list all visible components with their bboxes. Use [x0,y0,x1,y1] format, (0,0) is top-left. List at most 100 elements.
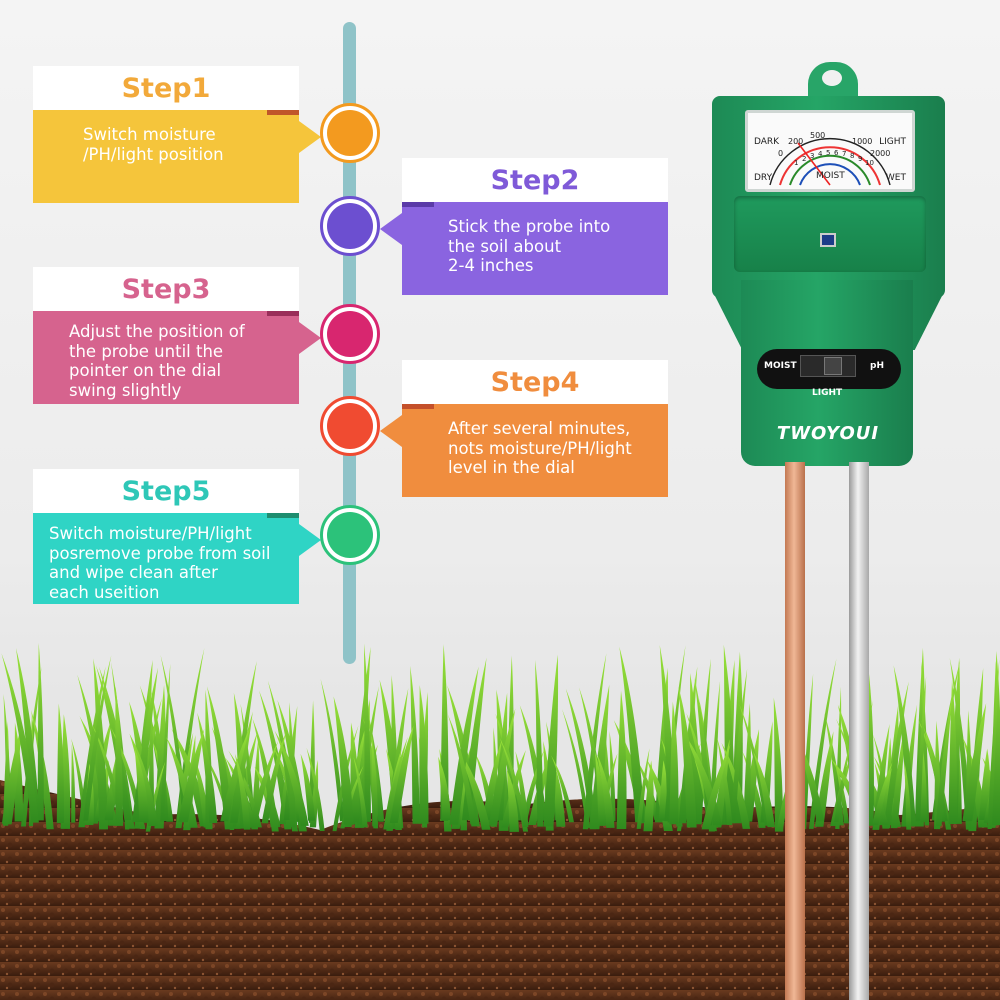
grass-blade [948,679,957,824]
grass-blade [717,737,733,825]
light-sensor [820,233,836,247]
meter-dial: DARK LIGHT DRY WET MOIST 0 200 500 1000 … [745,110,915,192]
grass-blade [753,750,775,828]
dial-scale-200: 200 [788,137,804,146]
grass-blade [488,708,516,825]
grass-blade [616,690,627,829]
dial-moist-4: 4 [818,150,823,158]
step3-text-line4: swing slightly [69,380,182,400]
step1-dot [320,103,380,163]
step5-dot [320,505,380,565]
grass-blade [15,647,40,821]
step3-card: Step3 Adjust the position of the probe u… [33,267,321,404]
grass-blade [419,684,429,824]
grass-blade [289,702,296,828]
steel-probe [849,462,869,1000]
step2-card: Step2 Stick the probe into the soil abou… [380,158,668,295]
grass-blade [371,734,378,827]
dial-dry-label: DRY [754,173,773,183]
grass-blade [730,668,748,822]
grass-blade [935,695,953,827]
grass-blade [134,748,149,822]
grass-blade [320,678,345,822]
step4-text-line3: level in the dial [448,458,575,477]
grass-blade [234,753,251,830]
step4-title: Step4 [402,360,668,404]
dial-moist-9: 9 [858,155,863,163]
grass-blade [562,708,591,828]
grass-blade [206,686,234,830]
step3-dot [320,304,380,364]
grass-blade [582,653,607,830]
grass-blade [834,741,851,823]
grass-and-soil [0,642,1000,1000]
grass-blade [678,686,697,828]
step1-text-line1: Switch moisture [83,125,216,144]
grass-blade [115,686,123,826]
grass-blade [619,646,645,823]
grass-blade [449,666,479,825]
grass-blade [220,729,250,822]
grass-blade [83,655,112,821]
dial-moist-7: 7 [842,150,847,158]
grass-blade [636,748,650,829]
grass-blade [872,762,893,826]
grass-blade [506,769,519,832]
grass-blade [551,755,574,823]
grass-blade [669,701,679,825]
grass-blade [921,661,930,826]
step5-text-line1: Switch moisture/PH/light [49,524,252,543]
grass-blade [160,663,171,822]
grass-blade [383,736,408,830]
grass-blade [388,725,414,823]
switch-moist-label: MOIST [764,361,797,371]
grass-blade [872,724,890,830]
grass-blade [3,721,9,826]
dial-moist-8: 8 [850,152,855,160]
grass-blade [274,730,309,826]
step2-text-line2: the soil about [448,236,562,256]
grass-blade [701,744,731,830]
step4-card: Step4 After several minutes, nots moistu… [380,360,668,497]
grass-blade [410,665,420,824]
dial-moist-1: 1 [794,159,799,167]
switch-ph-label: pH [870,361,884,371]
dial-moist-3: 3 [810,152,815,160]
switch-light-label: LIGHT [812,388,843,398]
dial-moist-2: 2 [802,155,807,163]
grass-blade [37,642,44,821]
grass-blade [364,643,371,822]
step3-title: Step3 [33,267,299,311]
step4-text-line1: After several minutes, [448,419,631,438]
grass-blade [515,751,529,827]
grass-blade [482,739,502,821]
grass-blade [447,714,477,825]
step1-card: Step1 Switch moisture /PH/light position [33,66,321,203]
step5-title: Step5 [33,469,299,513]
grass-blade [71,744,76,823]
step2-title: Step2 [402,158,668,202]
step2-dot [320,196,380,256]
grass-blade [915,676,927,822]
dial-dark-label: DARK [754,137,780,147]
grass-blade [790,725,825,822]
grass-blade [594,752,606,826]
grass-blade [543,654,559,827]
hang-hole [822,70,842,86]
grass-blade [773,697,784,832]
grass-blade [333,696,354,825]
grass-blade [300,753,316,821]
grass-blade [56,703,65,824]
step5-text-line2: posremove probe from soil [49,543,271,563]
grass-blade [987,659,1000,829]
dial-moist-label: MOIST [816,171,845,181]
copper-probe [785,462,805,1000]
grass-blade [890,725,906,829]
mode-switch-knob[interactable] [824,357,842,375]
step1-title: Step1 [33,66,299,110]
grass-blade [229,711,253,823]
grass-blade [979,748,991,821]
step2-text-line3: 2-4 inches [448,256,534,275]
step2-text-line1: Stick the probe into [448,217,611,236]
grass-blade [535,659,544,827]
